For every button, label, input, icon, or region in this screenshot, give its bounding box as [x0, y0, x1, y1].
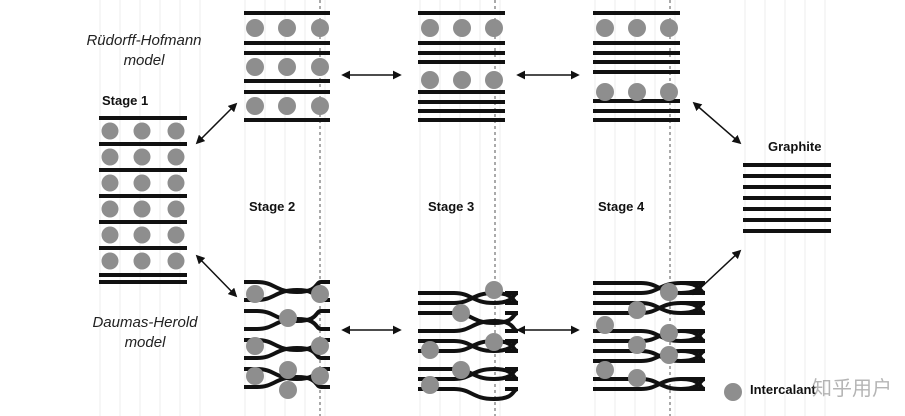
daumas-stage4-stack: [593, 283, 705, 389]
transition-arrow: [197, 256, 236, 296]
intercalant-dot: [102, 175, 119, 192]
intercalant-dot: [311, 97, 329, 115]
intercalant-dot: [246, 367, 264, 385]
intercalant-dot: [246, 58, 264, 76]
intercalant-dot: [311, 285, 329, 303]
rudorff-stage4-stack: [593, 13, 680, 120]
stage1-stack: [99, 118, 187, 282]
stage2-label: Stage 2: [249, 199, 295, 214]
intercalant-dot: [279, 309, 297, 327]
intercalant-dot: [596, 361, 614, 379]
rudorff-hofmann-label-line2: model: [84, 51, 204, 71]
intercalant-dot: [596, 19, 614, 37]
intercalant-dot: [628, 369, 646, 387]
intercalant-dot: [134, 175, 151, 192]
daumas-stage2-stack: [244, 282, 330, 399]
intercalant-dot: [485, 71, 503, 89]
intercalant-dot: [102, 201, 119, 218]
intercalant-dot: [168, 227, 185, 244]
intercalant-dot: [278, 58, 296, 76]
intercalant-dot: [660, 283, 678, 301]
stage1-label: Stage 1: [102, 93, 148, 108]
intercalant-dot: [485, 281, 503, 299]
graphene-layer: [418, 321, 518, 331]
transition-arrow: [694, 251, 740, 294]
intercalant-dot: [452, 304, 470, 322]
daumas-stage3-stack: [418, 281, 518, 399]
intercalant-dot: [168, 253, 185, 270]
intercalant-dot: [421, 376, 439, 394]
intercalant-dot: [278, 19, 296, 37]
intercalant-dot: [134, 149, 151, 166]
intercalant-dot: [485, 19, 503, 37]
intercalant-dot: [168, 175, 185, 192]
intercalant-dot: [279, 361, 297, 379]
intercalant-dot: [724, 383, 742, 401]
intercalant-dot: [485, 333, 503, 351]
graphite-stack: [743, 165, 831, 231]
intercalant-dot: [628, 336, 646, 354]
intercalant-dot: [311, 367, 329, 385]
intercalant-dot: [168, 149, 185, 166]
intercalant-dot: [596, 83, 614, 101]
intercalant-dot: [134, 123, 151, 140]
intercalant-legend-label: Intercalant: [750, 382, 816, 397]
graphite-label: Graphite: [768, 139, 821, 154]
intercalant-dot: [628, 19, 646, 37]
intercalant-dot: [311, 337, 329, 355]
intercalant-dot: [452, 361, 470, 379]
intercalant-dot: [628, 83, 646, 101]
rudorff-hofmann-label: Rüdorff-Hofmann model: [84, 31, 204, 71]
intercalant-dot: [246, 97, 264, 115]
rudorff-hofmann-label-line1: Rüdorff-Hofmann: [84, 31, 204, 51]
intercalant-dot: [134, 253, 151, 270]
intercalant-dot: [453, 71, 471, 89]
intercalant-dot: [246, 19, 264, 37]
transition-arrow: [197, 104, 236, 143]
intercalant-dot: [246, 337, 264, 355]
watermark: 知乎用户: [812, 372, 892, 401]
intercalant-dot: [102, 123, 119, 140]
stage3-label: Stage 3: [428, 199, 474, 214]
intercalant-dot: [278, 97, 296, 115]
intercalant-dot: [453, 19, 471, 37]
daumas-herold-label-line2: model: [90, 333, 200, 353]
intercalant-dot: [421, 71, 439, 89]
intercalant-dot: [246, 285, 264, 303]
rudorff-stage2-stack: [244, 13, 330, 120]
intercalant-dot: [102, 149, 119, 166]
intercalant-dot: [628, 301, 646, 319]
daumas-herold-label-line1: Daumas-Herold: [90, 313, 200, 333]
intercalant-dot: [311, 58, 329, 76]
intercalant-dot: [421, 341, 439, 359]
intercalant-dot: [102, 227, 119, 244]
stage4-label: Stage 4: [598, 199, 644, 214]
intercalant-dot: [134, 227, 151, 244]
daumas-herold-label: Daumas-Herold model: [90, 313, 200, 353]
transition-arrow: [694, 103, 740, 143]
intercalant-dot: [660, 83, 678, 101]
intercalant-dot: [279, 381, 297, 399]
intercalant-dot: [311, 19, 329, 37]
intercalant-legend-marker: [724, 383, 742, 401]
intercalant-dot: [168, 123, 185, 140]
rudorff-stage3-stack: [418, 13, 505, 120]
intercalant-dot: [660, 19, 678, 37]
intercalant-dot: [134, 201, 151, 218]
intercalant-dot: [660, 346, 678, 364]
intercalant-dot: [596, 316, 614, 334]
intercalant-dot: [421, 19, 439, 37]
intercalant-dot: [660, 324, 678, 342]
intercalant-dot: [102, 253, 119, 270]
intercalant-dot: [168, 201, 185, 218]
